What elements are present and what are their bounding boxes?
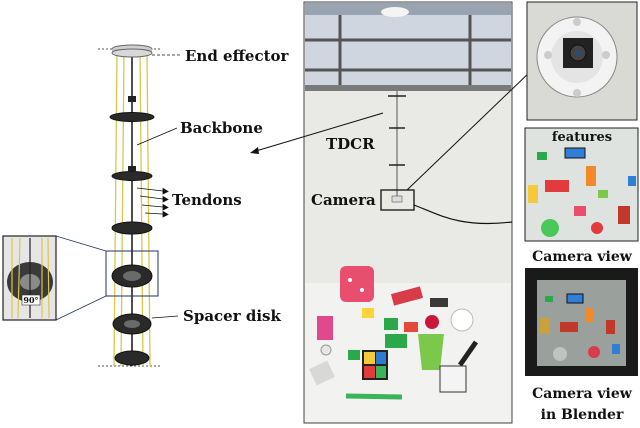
feature-marker [564, 147, 586, 159]
tendon-arrows [136, 187, 169, 218]
backbone-label: Backbone [180, 119, 263, 137]
tendons-label: Tendons [172, 191, 242, 209]
camera-label: Camera [311, 191, 376, 209]
spacer-disk-inset: 90° [2, 235, 57, 321]
zoom-highlight-box [105, 250, 159, 297]
end-effector-label: End effector [185, 47, 290, 65]
end-effector-disk [111, 44, 153, 58]
features-label: features [552, 130, 612, 145]
camera-view-blender-label-line1: Camera view [532, 386, 633, 402]
camera-view-label: Camera view [532, 249, 633, 265]
spacer-disks [109, 112, 155, 366]
tendon-lines [113, 51, 151, 367]
tdcr-robot-photo [98, 44, 160, 367]
table-objects [309, 266, 479, 400]
tdcr-label: TDCR [326, 135, 375, 153]
camera-closeup-photo [526, 1, 638, 121]
spacer-disk-label: Spacer disk [183, 307, 281, 325]
camera-view-blender-label-line2: in Blender [541, 407, 624, 423]
camera-highlight-box [380, 189, 415, 211]
inset-angle-label: 90° [23, 295, 38, 305]
setup-photo [303, 1, 513, 424]
camera-view-photo [524, 127, 639, 242]
blender-view-render [525, 268, 638, 376]
